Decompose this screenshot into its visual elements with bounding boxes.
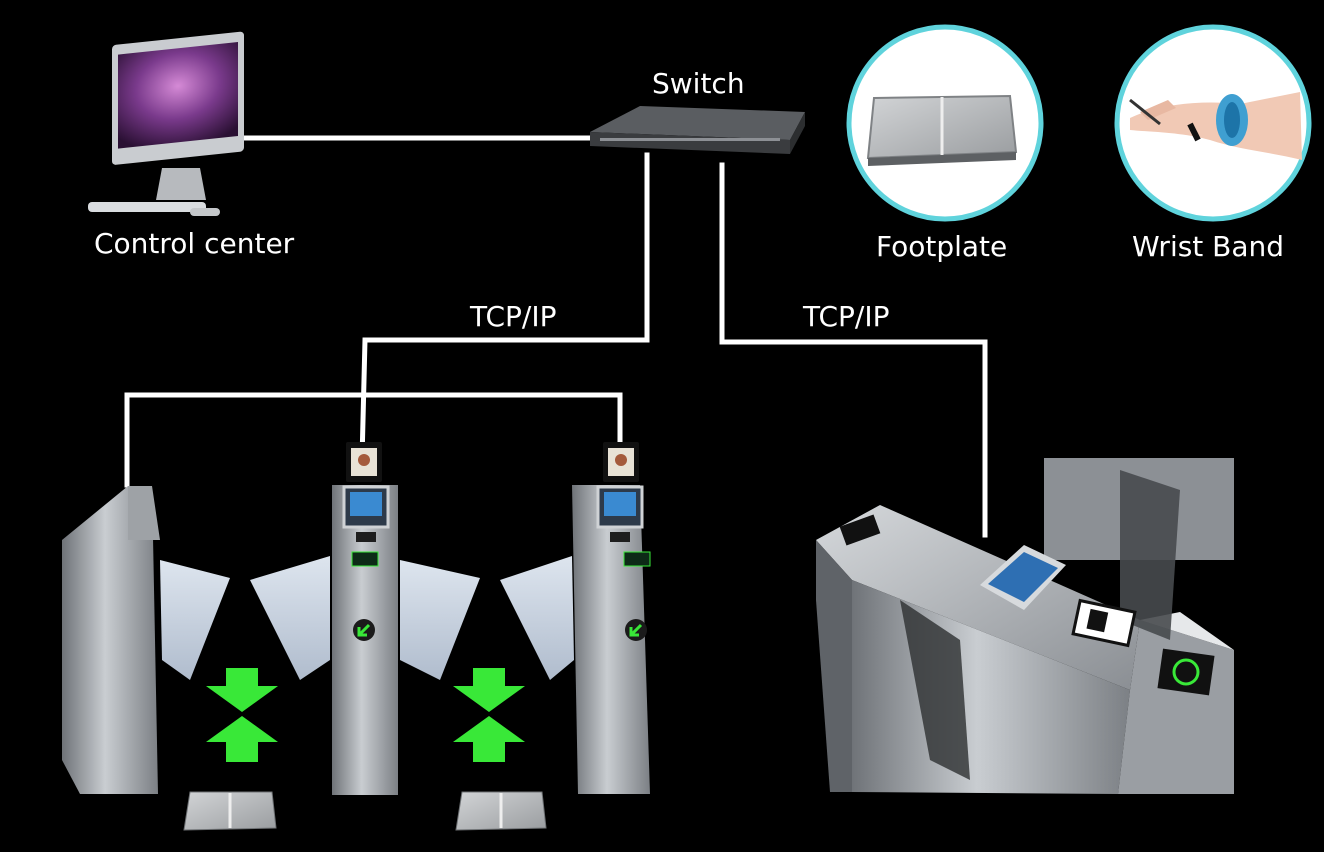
network-switch-icon xyxy=(590,106,805,154)
line-left-gate-bus xyxy=(124,392,623,488)
swing-gate-turnstile-icon xyxy=(62,442,651,831)
control-center-label: Control center xyxy=(94,227,295,260)
wrist-band-label: Wrist Band xyxy=(1132,230,1285,263)
green-arrow-down-icon xyxy=(453,668,525,712)
tcpip-right-label: TCP/IP xyxy=(803,300,890,333)
wrist-band-detail xyxy=(1114,24,1312,222)
connector-lines xyxy=(124,135,988,538)
desktop-computer-icon xyxy=(88,31,244,216)
green-arrow-up-icon xyxy=(206,716,278,762)
wrist-band-icon xyxy=(1129,92,1302,160)
footplate-icon xyxy=(455,791,547,831)
tcpip-left-label: TCP/IP xyxy=(470,300,557,333)
line-switch-to-right-gate xyxy=(719,162,988,538)
footplate-icon xyxy=(866,94,1018,166)
switch-label: Switch xyxy=(652,67,745,100)
flap-barrier-turnstile-icon xyxy=(816,458,1234,794)
footplate-detail xyxy=(846,24,1044,222)
face-recognition-terminal-icon xyxy=(346,442,382,482)
footplate-icon xyxy=(183,791,277,831)
footplate-label: Footplate xyxy=(876,230,1008,263)
line-switch-to-left-gates xyxy=(359,152,650,463)
green-arrow-up-icon xyxy=(453,716,525,762)
face-recognition-terminal-icon xyxy=(603,442,639,482)
green-arrow-down-icon xyxy=(206,668,278,712)
